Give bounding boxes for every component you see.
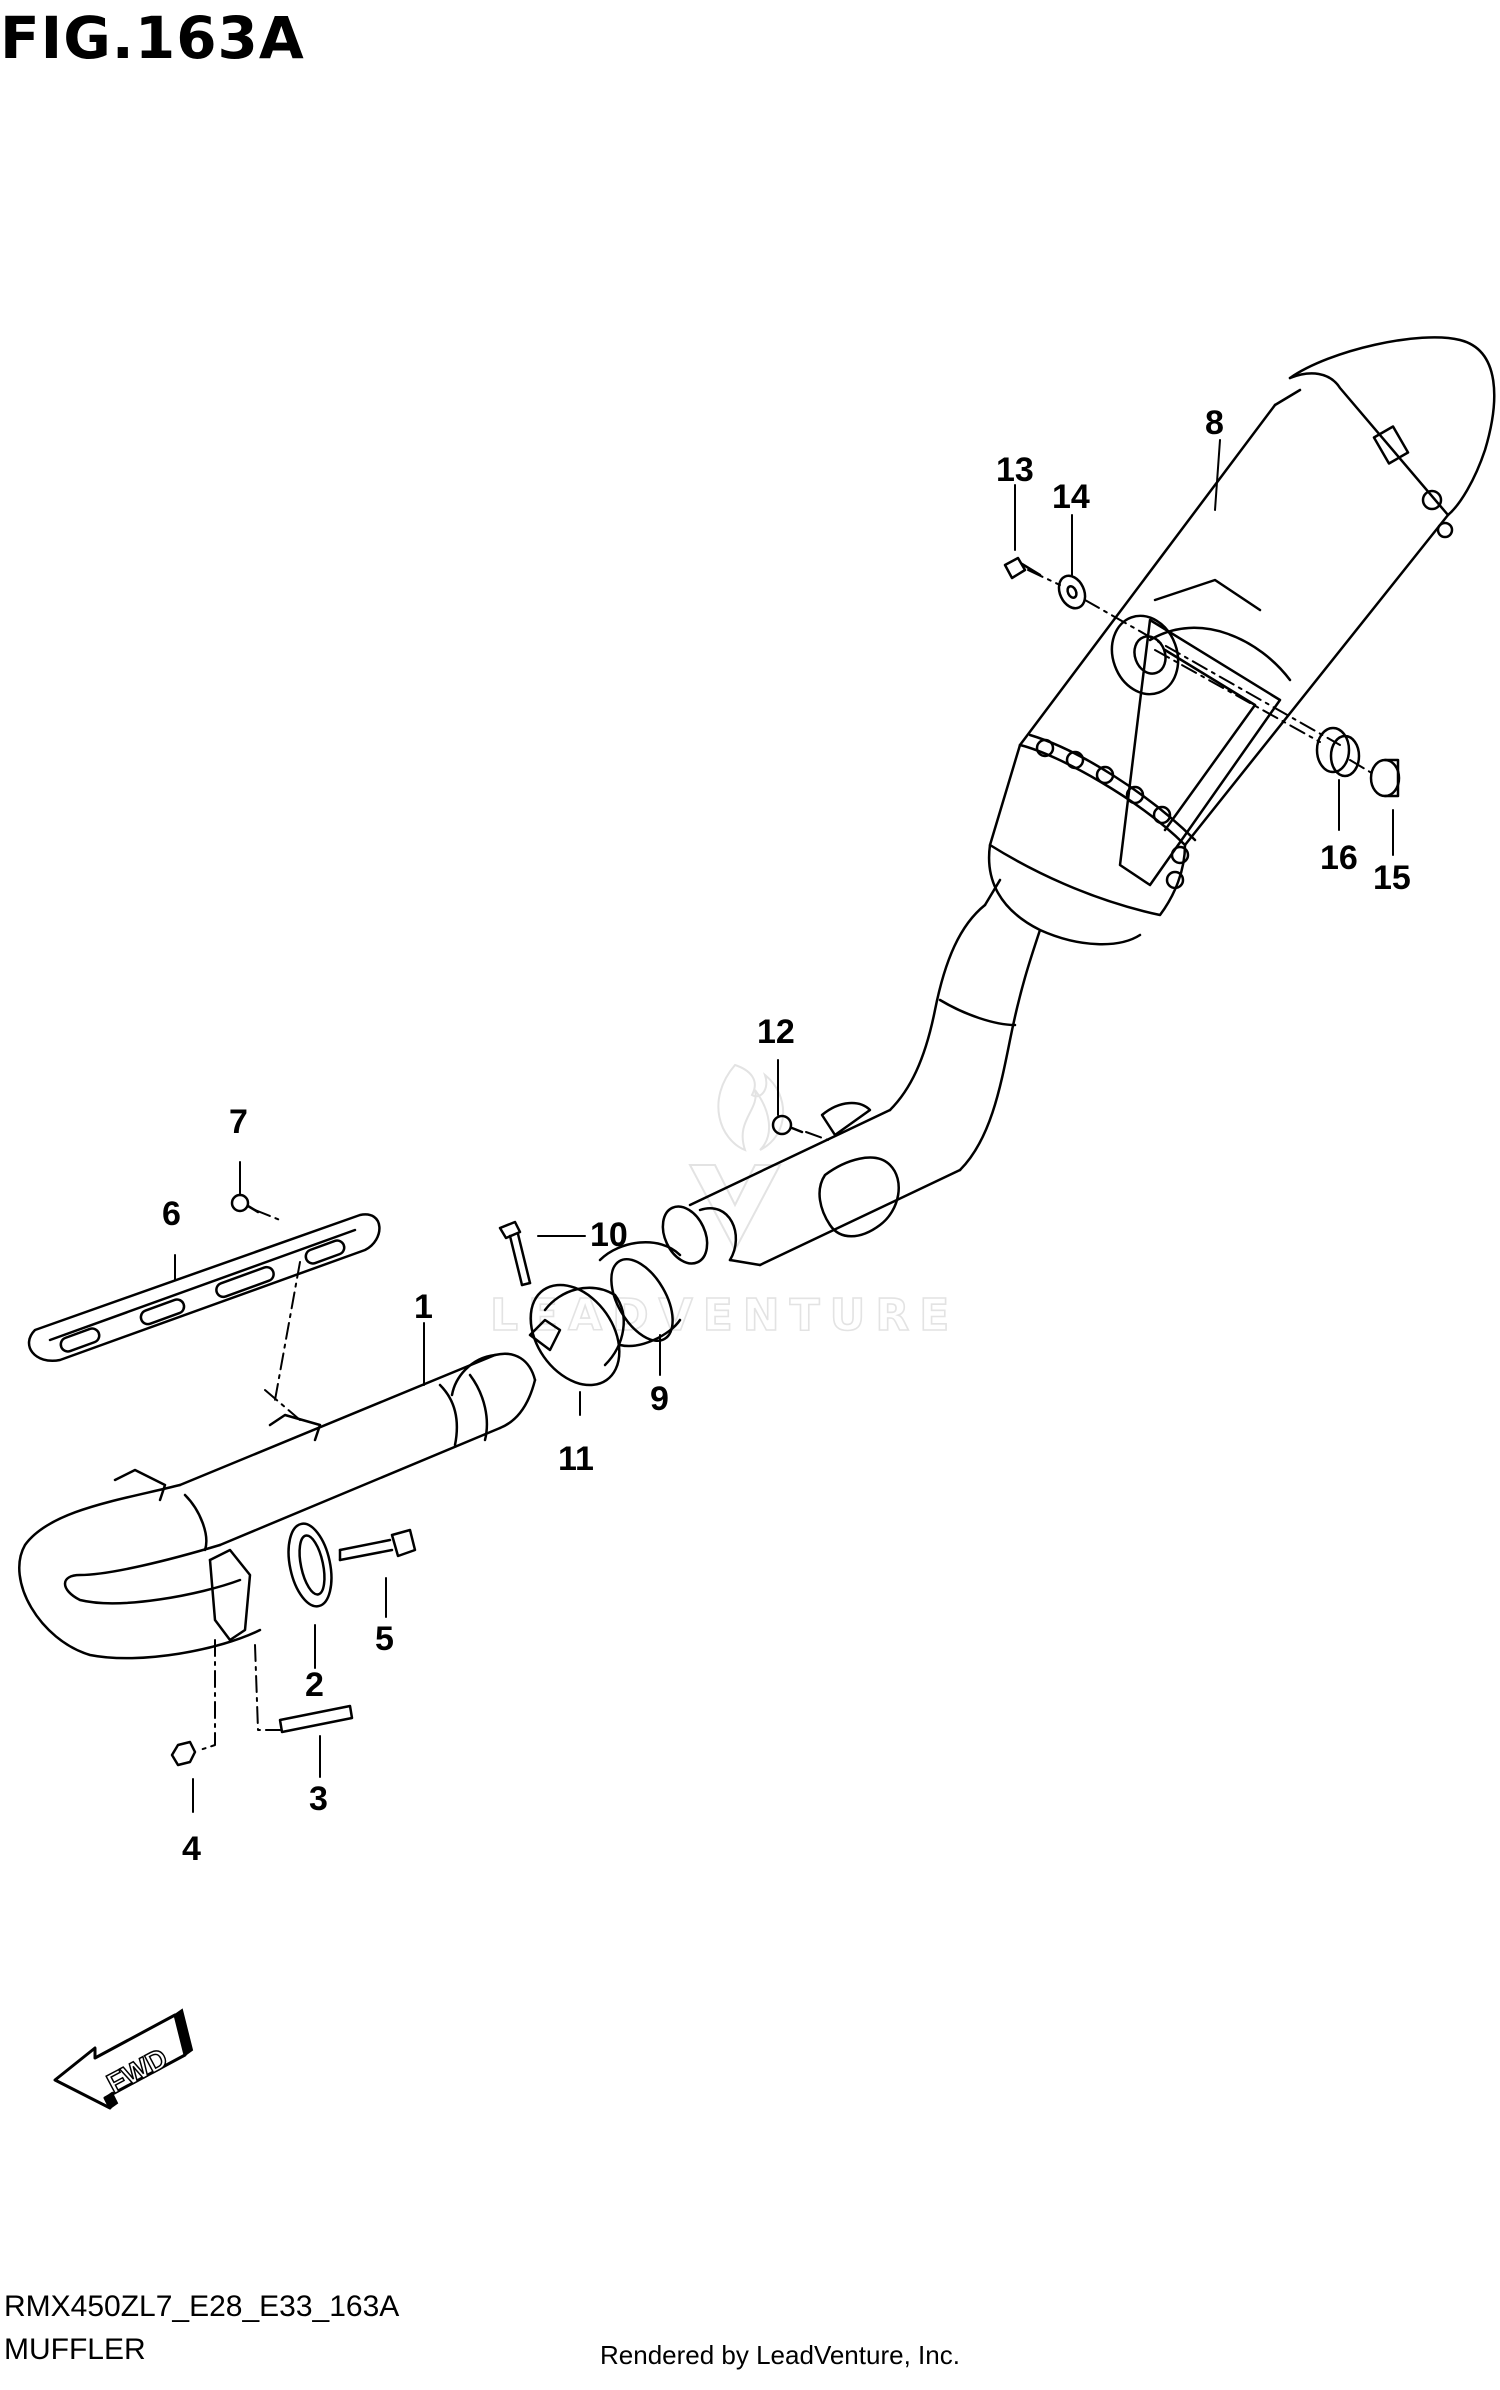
callout-13: 13 — [996, 451, 1034, 489]
callout-3: 3 — [309, 1780, 328, 1818]
callout-14: 14 — [1052, 478, 1090, 516]
part-stud — [278, 1704, 354, 1734]
watermark-text: LEADVENTURE — [490, 1290, 959, 1341]
part-collar — [1369, 758, 1401, 798]
callout-15: 15 — [1373, 859, 1411, 897]
rendered-by-credit: Rendered by LeadVenture, Inc. — [600, 2340, 960, 2370]
callout-8: 8 — [1205, 404, 1224, 442]
part-bolt-13 — [1003, 556, 1042, 580]
part-muffler — [661, 336, 1496, 1267]
callout-7: 7 — [229, 1103, 248, 1141]
section-name: MUFFLER — [4, 2333, 146, 2366]
callout-16: 16 — [1320, 839, 1358, 877]
callout-11: 11 — [558, 1440, 594, 1478]
leader-lines — [174, 439, 1394, 1813]
part-pipe-bracket — [208, 1548, 252, 1642]
part-nut — [170, 1740, 197, 1767]
part-bolt — [338, 1528, 417, 1562]
part-washer — [1057, 574, 1087, 610]
model-code: RMX450ZL7_E28_E33_163A — [4, 2290, 400, 2323]
callout-5: 5 — [375, 1620, 394, 1658]
part-sealing-ring — [598, 1241, 682, 1348]
part-gasket — [287, 1522, 333, 1608]
callout-1: 1 — [414, 1288, 433, 1326]
part-clamp-bolt — [498, 1220, 532, 1287]
part-heat-shield-bolt — [230, 1193, 260, 1214]
fwd-arrow: FWD — [53, 2008, 194, 2110]
part-exhaust-pipe — [18, 1352, 537, 1660]
part-bolt-12 — [771, 1114, 804, 1136]
part-heat-shield — [27, 1213, 381, 1363]
leadventure-watermark: LEADVENTURE — [489, 1063, 959, 1342]
callouts: 1 2 3 4 5 6 7 8 9 10 11 12 13 14 15 16 — [162, 404, 1411, 1868]
callout-10: 10 — [590, 1216, 628, 1254]
callout-12: 12 — [757, 1013, 795, 1051]
part-grommet — [1315, 726, 1361, 778]
callout-4: 4 — [182, 1830, 201, 1868]
assembly-lines — [199, 569, 1376, 1751]
callout-6: 6 — [162, 1195, 181, 1233]
figure-title: FIG.163A — [0, 4, 305, 72]
callout-9: 9 — [650, 1380, 669, 1418]
callout-2: 2 — [305, 1666, 324, 1704]
